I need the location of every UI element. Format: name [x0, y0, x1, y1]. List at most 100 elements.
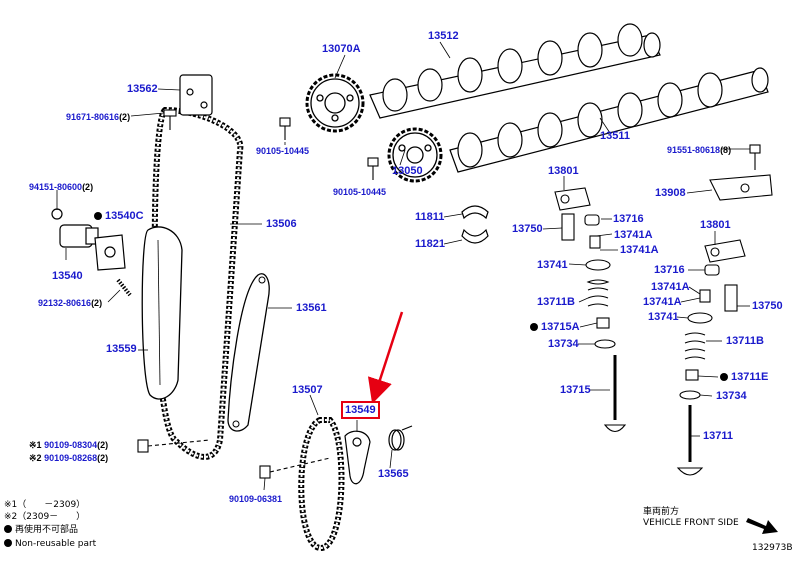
label-13565[interactable]: 13565	[378, 468, 409, 480]
part-number: 90109-08268	[44, 453, 98, 463]
label-94151-80600[interactable]: 94151-80600(2)	[29, 181, 93, 193]
note-mark: ※2	[29, 453, 42, 463]
label-13540[interactable]: 13540	[52, 270, 83, 282]
label-13050[interactable]: 13050	[392, 165, 423, 177]
bearing-11811	[461, 205, 489, 220]
washer-13734-right	[679, 390, 701, 400]
keeper-13741A-right	[699, 289, 711, 303]
part-number: 13540C	[105, 210, 144, 222]
spring-retainer-13741	[585, 259, 611, 271]
label-90109-08268[interactable]: ※2 90109-08268(2)	[29, 452, 108, 464]
washer-13734	[594, 339, 616, 349]
quantity: (2)	[82, 182, 94, 192]
part-number: 90109-08304	[44, 440, 98, 450]
note-3: 再使用不可部品	[4, 525, 78, 536]
label-13562[interactable]: 13562	[127, 83, 158, 95]
label-13715[interactable]: 13715	[560, 384, 591, 396]
part-number: 94151-80600	[29, 182, 83, 192]
bolt-91671	[163, 109, 177, 130]
label-91671-80616[interactable]: 91671-80616(2)	[66, 111, 130, 123]
label-90105-10445-upper[interactable]: 90105-10445	[256, 146, 310, 156]
label-13070A[interactable]: 13070A	[322, 43, 361, 55]
bolt-90109-06381	[259, 457, 331, 479]
cam-sprocket-lower	[387, 127, 443, 183]
chain-slipper-right	[227, 273, 270, 432]
spring-13711B-right	[684, 332, 706, 360]
part-number: 91551-80618	[667, 145, 721, 155]
label-13711B-left[interactable]: 13711B	[537, 296, 575, 308]
label-13741A-4[interactable]: 13741A	[643, 296, 682, 308]
valve-13711	[676, 405, 704, 476]
label-13559[interactable]: 13559	[106, 343, 137, 355]
label-13512[interactable]: 13512	[428, 30, 459, 42]
label-13711E[interactable]: 13711E	[720, 371, 768, 383]
chain-guide-left	[141, 226, 183, 400]
label-13801-right[interactable]: 13801	[700, 219, 731, 231]
non-reusable-dot-icon	[4, 539, 12, 547]
bolt-91551	[749, 144, 761, 170]
retainer-13716	[584, 214, 600, 226]
spring-13711B	[586, 279, 610, 307]
label-13507[interactable]: 13507	[292, 384, 323, 396]
label-13734-right[interactable]: 13734	[716, 390, 747, 402]
label-13549-highlighted[interactable]: 13549	[341, 401, 380, 419]
label-92132-80616[interactable]: 92132-80616(2)	[38, 297, 102, 309]
non-reusable-dot-icon	[720, 373, 728, 381]
label-13561[interactable]: 13561	[296, 302, 327, 314]
note-4: Non-reusable part	[4, 539, 96, 550]
bolt-90105-lower	[367, 157, 379, 180]
label-13716-right[interactable]: 13716	[654, 264, 685, 276]
label-13711[interactable]: 13711	[703, 430, 733, 442]
label-13506[interactable]: 13506	[266, 218, 297, 230]
keeper-13741A	[589, 235, 601, 249]
label-13741A-2[interactable]: 13741A	[620, 244, 659, 256]
label-13750-right[interactable]: 13750	[752, 300, 783, 312]
camshaft-lower	[449, 67, 769, 173]
label-13741A-1[interactable]: 13741A	[614, 229, 653, 241]
label-13741-right[interactable]: 13741	[648, 311, 679, 323]
label-13715A[interactable]: 13715A	[530, 321, 580, 333]
label-13801-upper[interactable]: 13801	[548, 165, 579, 177]
quantity: (2)	[97, 453, 109, 463]
spring-13565	[388, 425, 413, 451]
tensioner-lever-13549	[344, 430, 371, 485]
valve-seal-13711E	[685, 369, 699, 381]
note-text: Non-reusable part	[15, 539, 97, 549]
label-13750-left[interactable]: 13750	[512, 223, 543, 235]
label-90105-10445-lower[interactable]: 90105-10445	[333, 187, 387, 197]
quantity: (2)	[119, 112, 131, 122]
non-reusable-dot-icon	[530, 323, 538, 331]
label-13741A-3[interactable]: 13741A	[651, 281, 690, 293]
part-number: 13711E	[731, 371, 769, 383]
stud-92132	[116, 278, 132, 297]
rocker-arm-13801-right	[704, 239, 746, 263]
vehicle-front-jp: 車両前方	[643, 507, 680, 517]
label-90109-08304[interactable]: ※1 90109-08304(2)	[29, 439, 108, 451]
label-90109-06381[interactable]: 90109-06381	[229, 494, 283, 504]
label-13741-left[interactable]: 13741	[537, 259, 568, 271]
rocker-arm-13801-upper	[554, 187, 591, 211]
valve-13715	[603, 355, 627, 433]
non-reusable-dot-icon	[94, 212, 102, 220]
vehicle-front-en: VEHICLE FRONT SIDE	[643, 518, 739, 528]
label-11821[interactable]: 11821	[415, 238, 445, 250]
label-11811[interactable]: 11811	[415, 211, 445, 223]
note-1: ※1（ －2309）	[4, 500, 86, 510]
label-13716-left[interactable]: 13716	[613, 213, 644, 225]
timing-chain-main	[151, 106, 244, 460]
label-13908[interactable]: 13908	[655, 187, 686, 199]
label-13734-left[interactable]: 13734	[548, 338, 579, 350]
chain-guide-bracket	[179, 74, 213, 116]
non-reusable-dot-icon	[4, 525, 12, 533]
quantity: (8)	[720, 145, 732, 155]
quantity: (2)	[91, 298, 103, 308]
label-13711B-right[interactable]: 13711B	[726, 335, 764, 347]
label-13511[interactable]: 13511	[600, 130, 630, 142]
label-13540C[interactable]: 13540C	[94, 210, 144, 222]
label-91551-80618[interactable]: 91551-80618(8)	[667, 144, 731, 156]
note-2: ※2（2309－ ）	[4, 512, 86, 522]
bearing-11821	[461, 228, 489, 244]
lash-adjuster-13750-right	[724, 284, 738, 312]
